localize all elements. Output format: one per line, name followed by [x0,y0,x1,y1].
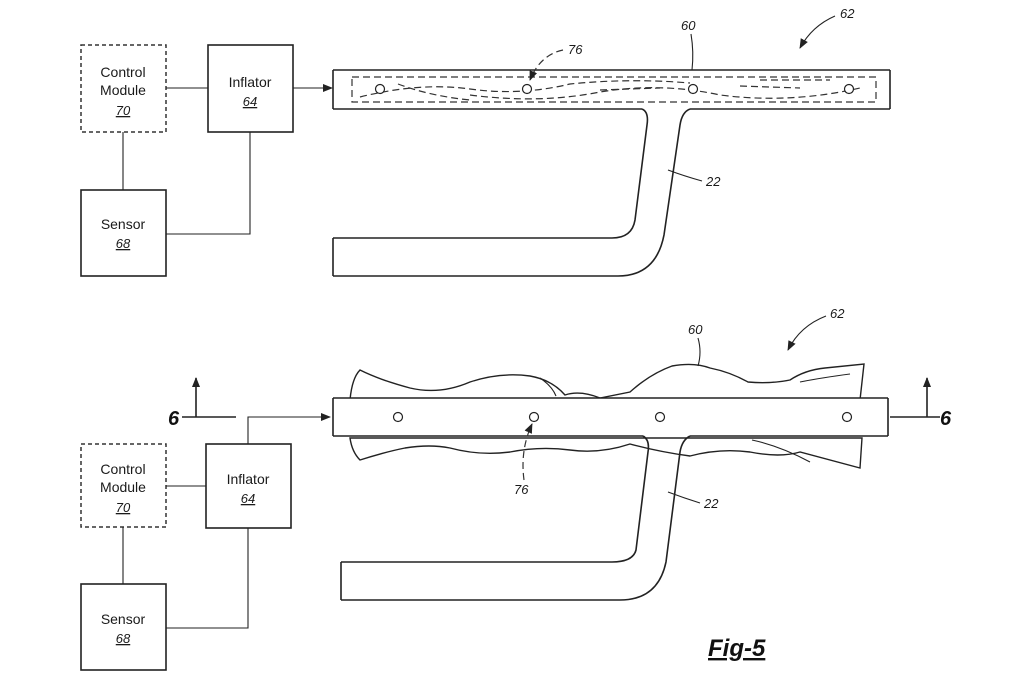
bottom-control-module-box: Control Module 70 [80,443,167,528]
bottom-ref-60: 60 [688,322,703,337]
top-frame [332,69,891,277]
bottom-control-module-label-2: Module [100,479,146,495]
top-control-module-label-1: Control [100,64,145,80]
top-ref-62: 62 [840,6,855,21]
bottom-sensor-ref: 68 [116,631,131,646]
top-sensor-label: Sensor [101,216,146,232]
top-ref-22: 22 [705,174,721,189]
section-label-left: 6 [168,408,180,430]
bottom-inflator-label: Inflator [227,471,270,487]
top-control-module-ref: 70 [116,103,131,118]
top-inflator-ref: 64 [243,94,257,109]
bottom-wiring [122,413,331,629]
bottom-ref-callouts: 62 60 76 22 [514,306,845,511]
bottom-control-module-label-1: Control [100,461,145,477]
figure-label: Fig-5 [708,635,766,662]
top-inflator-label: Inflator [229,74,272,90]
bottom-view: Control Module 70 Inflator 64 Sensor 68 [80,306,952,671]
bottom-ref-62: 62 [830,306,845,321]
top-inflator-box: Inflator 64 [207,44,294,133]
bottom-section-markers: 6 6 [168,377,952,430]
bottom-frame [332,397,889,601]
bottom-control-module-ref: 70 [116,500,131,515]
top-sensor-ref: 68 [116,236,131,251]
bottom-inflator-box: Inflator 64 [205,443,292,529]
top-wiring [122,84,333,235]
top-stowed-airbag [351,76,877,103]
top-sensor-box: Sensor 68 [80,189,167,277]
bottom-ref-76: 76 [514,482,529,497]
top-control-module-box: Control Module 70 [80,44,167,133]
bottom-ref-22: 22 [703,496,719,511]
top-ref-60: 60 [681,18,696,33]
bottom-sensor-label: Sensor [101,611,146,627]
bottom-inflator-ref: 64 [241,491,255,506]
top-control-module-label-2: Module [100,82,146,98]
bottom-deployed-airbag [349,363,865,469]
top-ref-callouts: 62 60 76 22 [529,6,855,189]
bottom-sensor-box: Sensor 68 [80,583,167,671]
section-label-right: 6 [940,408,952,430]
top-ref-76: 76 [568,42,583,57]
top-view: Control Module 70 Inflator 64 Sensor 68 [80,6,891,277]
